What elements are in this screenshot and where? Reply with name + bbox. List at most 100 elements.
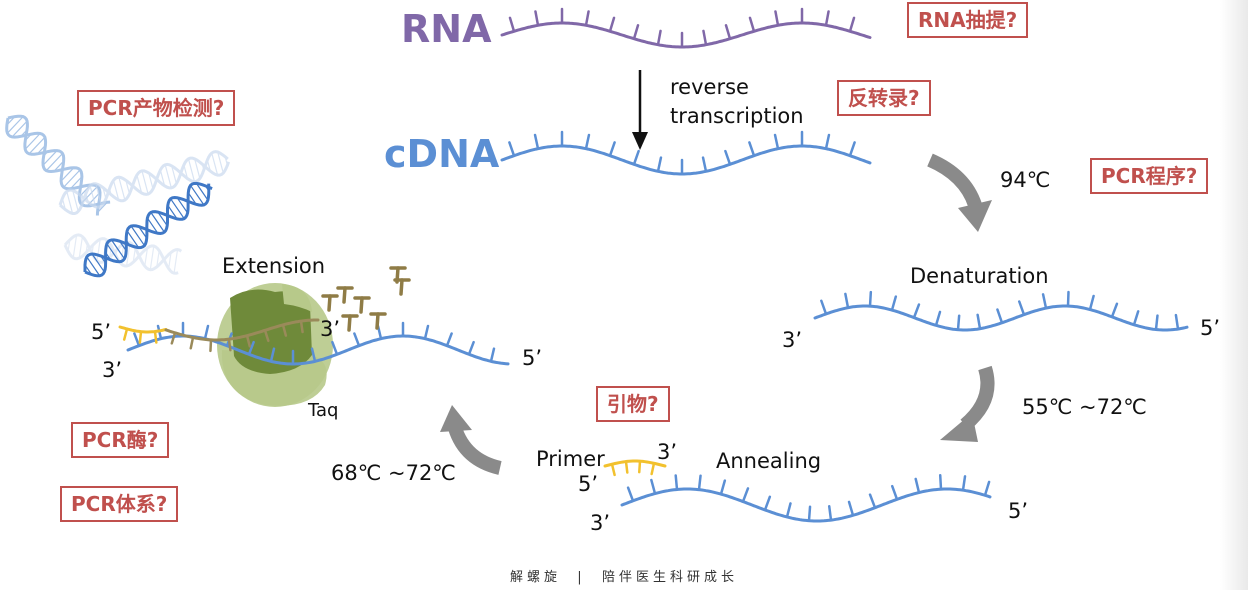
base-tick: [624, 460, 629, 474]
base-tick: [996, 308, 1004, 325]
question-primer: 引物?: [596, 386, 670, 422]
base-tick: [153, 330, 158, 344]
base-tick: [807, 505, 812, 522]
base-tick: [774, 10, 780, 27]
helix-segment: [63, 233, 183, 275]
base-tick: [1132, 310, 1140, 326]
curved-arrow-icon: [940, 365, 995, 442]
rna-label: RNA: [401, 7, 492, 51]
base-tick: [247, 340, 255, 356]
strand-backbone: [164, 318, 320, 342]
base-tick: [763, 495, 772, 512]
base-tick: [533, 133, 540, 150]
primer-5-end: 5’: [578, 472, 599, 496]
base-tick: [983, 480, 991, 497]
extension-primer: [118, 325, 168, 344]
ext-3-end-bottom: 3’: [102, 358, 123, 382]
nucleotide-icon: [393, 278, 411, 296]
base-tick: [1154, 314, 1159, 331]
base-tick: [868, 493, 877, 509]
question-pcr-product: PCR产物检测?: [77, 90, 236, 126]
helix-segment: [58, 150, 231, 215]
base-tick: [122, 327, 129, 341]
base-tick: [656, 29, 662, 46]
nucleotide-icon: [321, 294, 339, 312]
base-tick: [820, 299, 828, 316]
denature-temp-label: 94℃: [1000, 168, 1051, 192]
free-nucleotides-icon: [321, 266, 411, 332]
base-tick: [773, 133, 780, 150]
extension-new-strand: [164, 318, 320, 353]
base-tick: [632, 24, 640, 40]
base-tick: [423, 324, 430, 340]
cdna-label: cDNA: [384, 132, 500, 176]
question-rna-extraction: RNA抽提?: [907, 2, 1029, 38]
base-tick: [189, 336, 195, 350]
base-tick: [467, 340, 475, 356]
base-tick: [847, 500, 855, 517]
base-tick: [868, 290, 873, 308]
base-tick: [912, 303, 921, 319]
taq-polymerase-icon: [217, 283, 333, 407]
reverse-label: reverse: [670, 75, 749, 99]
footer-caption: 解螺旋 | 陪伴医生科研成长: [510, 570, 738, 585]
extend-temp-label: 68℃ ~72℃: [331, 461, 456, 485]
denaturation-label: Denaturation: [910, 264, 1049, 288]
base-tick: [674, 474, 679, 491]
question-pcr-system: PCR体系?: [60, 486, 179, 522]
base-tick: [976, 313, 982, 330]
primer-3-end: 3’: [657, 440, 678, 464]
curved-arrow-icon: [440, 405, 502, 475]
base-tick: [748, 16, 756, 33]
curved-arrow-icon: [927, 153, 992, 232]
down-arrow-icon: [632, 70, 648, 150]
base-tick: [748, 141, 756, 157]
question-reverse-transcription: 反转录?: [837, 80, 931, 116]
base-tick: [209, 338, 213, 353]
annealing-label: Annealing: [716, 449, 822, 473]
base-tick: [584, 10, 590, 27]
base-tick: [848, 141, 856, 157]
base-tick: [138, 330, 143, 344]
base-tick: [1088, 294, 1095, 311]
strand-backbone: [500, 144, 872, 176]
nucleotide-icon: [369, 312, 387, 330]
anneal-temp-label: 55℃ ~72℃: [1022, 395, 1147, 419]
extension-label: Extension: [222, 254, 326, 278]
ext-5-end-right: 5’: [522, 346, 543, 370]
base-tick: [584, 133, 591, 150]
base-tick: [331, 340, 339, 356]
nucleotide-icon: [336, 286, 354, 304]
base-tick: [632, 149, 640, 166]
ext-3-end-new: 3’: [320, 317, 341, 341]
cdna-strand: [500, 130, 872, 176]
base-tick: [741, 487, 750, 503]
ext-5-end-top: 5’: [91, 320, 112, 344]
rna-strand: [500, 7, 872, 49]
base-tick: [299, 319, 304, 334]
primer-strand: [603, 459, 667, 477]
strand-backbone: [500, 21, 872, 49]
strand-backbone: [603, 459, 667, 468]
base-tick: [133, 332, 141, 347]
base-tick: [626, 486, 635, 503]
base-tick: [650, 462, 656, 476]
base-tick: [724, 149, 732, 166]
edge-shadow: [1220, 0, 1248, 590]
base-tick: [269, 347, 276, 363]
base-tick: [608, 141, 616, 157]
anneal-3-end: 3’: [590, 511, 611, 535]
base-tick: [697, 474, 702, 491]
base-tick: [1041, 293, 1048, 310]
nucleotide-icon: [353, 296, 371, 314]
base-tick: [508, 16, 516, 33]
denat-3-end: 3’: [782, 328, 803, 352]
base-tick: [824, 10, 830, 27]
transcription-label: transcription: [670, 104, 804, 128]
base-tick: [656, 156, 663, 173]
strand-backbone: [620, 487, 992, 523]
base-tick: [934, 310, 942, 327]
base-tick: [245, 334, 252, 348]
base-tick: [610, 462, 616, 477]
